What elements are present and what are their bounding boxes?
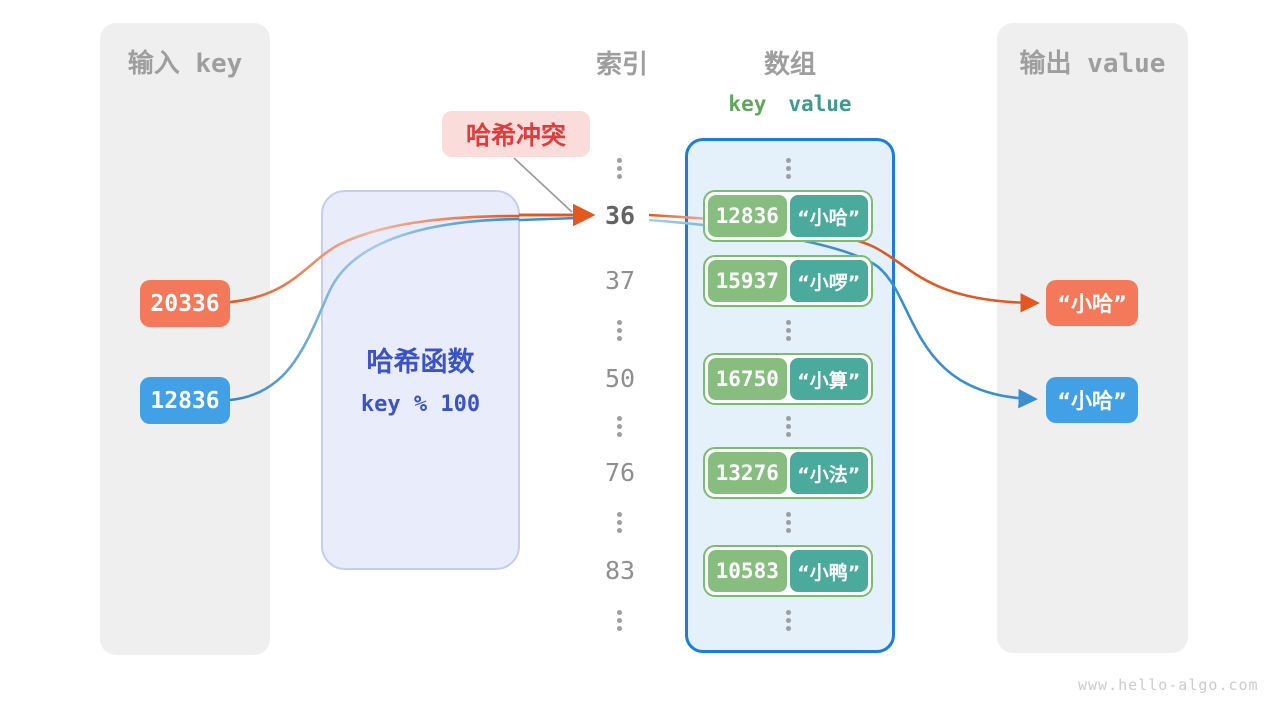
array-value-badge: “小啰” [789, 260, 868, 302]
index-value-50: 50 [604, 364, 636, 393]
array-value-badge: “小哈” [789, 195, 868, 237]
array-value-badge: “小算” [789, 358, 868, 400]
vertical-ellipsis-icon [617, 512, 622, 533]
array-pair-row: 15937 “小啰” [703, 255, 873, 307]
array-key-badge: 13276 [708, 452, 787, 494]
output-value-badge-orange: “小哈” [1046, 280, 1138, 326]
hash-collision-label: 哈希冲突 [442, 111, 590, 157]
vertical-ellipsis-icon [786, 512, 791, 533]
hash-function-formula: key % 100 [360, 392, 481, 417]
input-panel-title: 输入 key [127, 49, 243, 79]
vertical-ellipsis-icon [786, 610, 791, 631]
array-key-badge: 12836 [708, 195, 787, 237]
array-value-badge: “小鸭” [789, 550, 868, 592]
hash-function-box: 哈希函数 key % 100 [321, 190, 520, 570]
index-value-37: 37 [604, 266, 636, 295]
vertical-ellipsis-icon [786, 416, 791, 437]
index-value-83: 83 [604, 556, 636, 585]
vertical-ellipsis-icon [617, 158, 622, 179]
array-key-header: key [728, 92, 767, 116]
array-pair-row: 12836 “小哈” [703, 190, 873, 242]
wire-hash-to-index-blue [518, 216, 579, 222]
array-key-badge: 16750 [708, 358, 787, 400]
vertical-ellipsis-icon [617, 416, 622, 437]
array-column-title: 数组 [763, 50, 816, 80]
array-key-badge: 15937 [708, 260, 787, 302]
collision-callout-line [513, 157, 573, 213]
index-value-76: 76 [604, 458, 636, 487]
array-value-header: value [788, 92, 852, 116]
index-value-36: 36 [604, 201, 636, 230]
output-panel: 输出 value [997, 23, 1188, 653]
array-kv-header: key value [685, 92, 895, 116]
vertical-ellipsis-icon [786, 320, 791, 341]
input-key-badge-12836: 12836 [140, 377, 230, 424]
index-column-title: 索引 [595, 50, 648, 80]
array-key-badge: 10583 [708, 550, 787, 592]
vertical-ellipsis-icon [786, 158, 791, 179]
vertical-ellipsis-icon [617, 320, 622, 341]
watermark: www.hello-algo.com [1078, 676, 1259, 694]
wire-input-key2-to-hash [229, 217, 520, 402]
array-value-badge: “小法” [789, 452, 868, 494]
input-key-badge-20336: 20336 [140, 280, 230, 327]
wire-input-key1-to-hash [229, 214, 520, 304]
hash-function-name: 哈希函数 [366, 347, 475, 378]
output-value-badge-blue: “小哈” [1046, 377, 1138, 423]
input-panel: 输入 key [100, 23, 270, 655]
array-pair-row: 13276 “小法” [703, 447, 873, 499]
output-panel-title: 输出 value [1019, 49, 1166, 79]
vertical-ellipsis-icon [617, 610, 622, 631]
array-pair-row: 16750 “小算” [703, 353, 873, 405]
array-pair-row: 10583 “小鸭” [703, 545, 873, 597]
